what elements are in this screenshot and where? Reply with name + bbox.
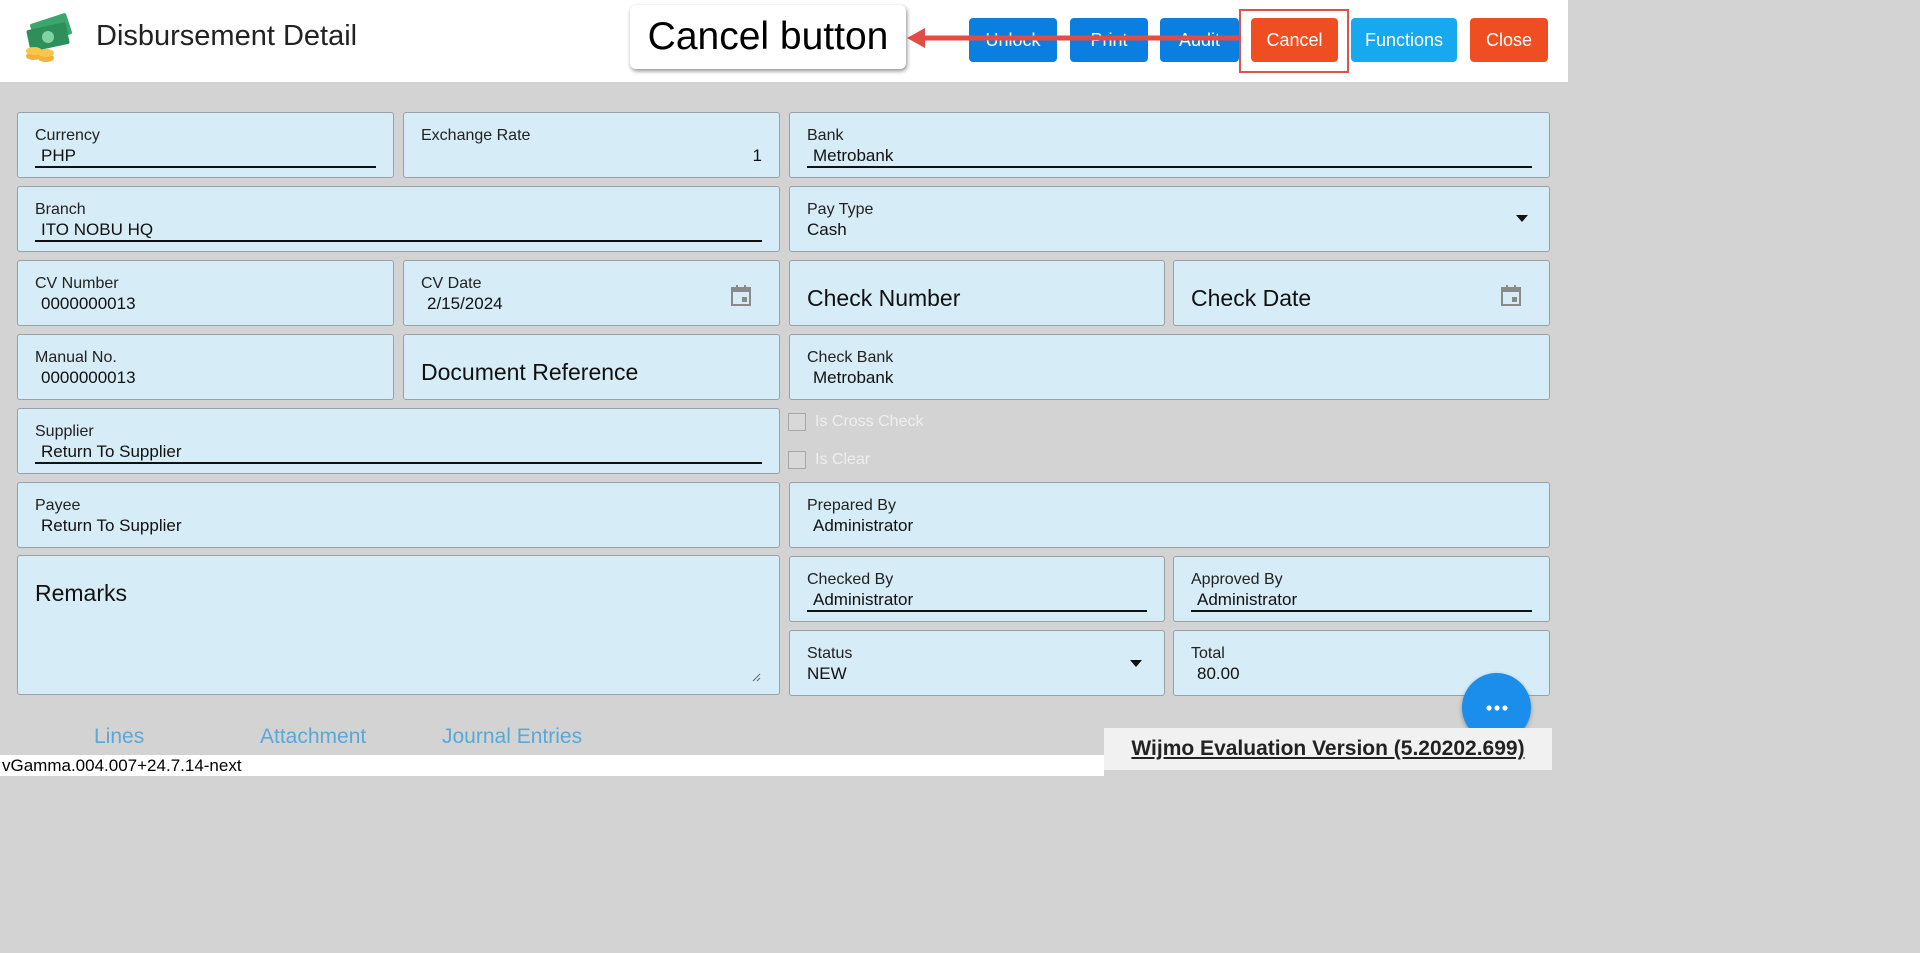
document-reference-field[interactable]: Document Reference bbox=[403, 334, 780, 400]
status-value: NEW bbox=[807, 664, 847, 683]
wijmo-evaluation-link[interactable]: Wijmo Evaluation Version (5.20202.699) bbox=[1104, 728, 1552, 770]
payee-value: Return To Supplier bbox=[41, 516, 182, 535]
branch-underline bbox=[35, 240, 762, 242]
cv-number-label: CV Number bbox=[35, 275, 119, 292]
approved-by-value: Administrator bbox=[1197, 590, 1298, 609]
approved-by-underline bbox=[1191, 610, 1532, 612]
is-clear-checkbox[interactable]: Is Clear bbox=[788, 451, 870, 469]
manual-no-field[interactable]: Manual No. 0000000013 bbox=[17, 334, 394, 400]
is-cross-check-checkbox[interactable]: Is Cross Check bbox=[788, 413, 923, 431]
payee-field[interactable]: Payee Return To Supplier bbox=[17, 482, 780, 548]
currency-field[interactable]: Currency PHP bbox=[17, 112, 394, 178]
checked-by-field[interactable]: Checked By Administrator bbox=[789, 556, 1165, 622]
version-text: vGamma.004.007+24.7.14-next bbox=[0, 755, 1104, 776]
prepared-by-value: Administrator bbox=[813, 516, 914, 535]
tab-journal-entries[interactable]: Journal Entries bbox=[442, 725, 583, 748]
cv-date-value: 2/15/2024 bbox=[427, 294, 503, 313]
check-bank-label: Check Bank bbox=[807, 349, 894, 366]
page-title: Disbursement Detail bbox=[96, 20, 358, 52]
currency-label: Currency bbox=[35, 127, 100, 144]
check-bank-value: Metrobank bbox=[813, 368, 894, 387]
checkbox-box[interactable] bbox=[788, 413, 806, 431]
money-icon bbox=[26, 13, 72, 62]
checked-by-label: Checked By bbox=[807, 571, 894, 588]
status-label: Status bbox=[807, 645, 853, 662]
bank-value: Metrobank bbox=[813, 146, 894, 165]
tab-attachment[interactable]: Attachment bbox=[260, 725, 367, 748]
bank-field[interactable]: Bank Metrobank bbox=[789, 112, 1550, 178]
check-date-field[interactable]: Check Date bbox=[1173, 260, 1550, 326]
calendar-icon[interactable] bbox=[731, 285, 751, 306]
cv-date-field[interactable]: CV Date 2/15/2024 bbox=[403, 260, 780, 326]
pay-type-value: Cash bbox=[807, 220, 847, 239]
prepared-by-label: Prepared By bbox=[807, 497, 896, 514]
checked-by-underline bbox=[807, 610, 1147, 612]
calendar-icon[interactable] bbox=[1501, 285, 1521, 306]
supplier-underline bbox=[35, 462, 762, 464]
currency-value: PHP bbox=[41, 146, 76, 165]
approved-by-label: Approved By bbox=[1191, 571, 1283, 588]
total-label: Total bbox=[1191, 645, 1225, 662]
branch-field[interactable]: Branch ITO NOBU HQ bbox=[17, 186, 780, 252]
exchange-rate-value: 1 bbox=[752, 146, 762, 165]
check-date-placeholder: Check Date bbox=[1191, 285, 1312, 311]
exchange-rate-label: Exchange Rate bbox=[421, 127, 531, 144]
approved-by-field[interactable]: Approved By Administrator bbox=[1173, 556, 1550, 622]
annotation-callout: Cancel button bbox=[630, 5, 906, 69]
remarks-placeholder: Remarks bbox=[35, 580, 128, 606]
total-value: 80.00 bbox=[1197, 664, 1240, 683]
manual-no-value: 0000000013 bbox=[41, 368, 136, 387]
currency-underline bbox=[35, 166, 376, 168]
document-reference-placeholder: Document Reference bbox=[421, 359, 639, 385]
cancel-highlight-box bbox=[1239, 9, 1349, 73]
check-number-placeholder: Check Number bbox=[807, 285, 961, 311]
annotation-arrow-icon bbox=[907, 28, 1240, 48]
tab-lines[interactable]: Lines bbox=[94, 725, 145, 748]
payee-label: Payee bbox=[35, 497, 81, 514]
supplier-field[interactable]: Supplier Return To Supplier bbox=[17, 408, 780, 474]
pay-type-label: Pay Type bbox=[807, 201, 874, 218]
is-cross-check-label: Is Cross Check bbox=[815, 413, 924, 430]
resize-handle-icon[interactable] bbox=[752, 673, 761, 682]
cv-date-label: CV Date bbox=[421, 275, 482, 292]
supplier-label: Supplier bbox=[35, 423, 94, 440]
check-bank-field[interactable]: Check Bank Metrobank bbox=[789, 334, 1550, 400]
functions-button[interactable]: Functions bbox=[1351, 18, 1457, 62]
bank-label: Bank bbox=[807, 127, 844, 144]
cv-number-value: 0000000013 bbox=[41, 294, 136, 313]
close-button[interactable]: Close bbox=[1470, 18, 1548, 62]
header-bar: Disbursement Detail Unlock Print Audit C… bbox=[0, 0, 1568, 82]
branch-value: ITO NOBU HQ bbox=[41, 220, 154, 239]
is-clear-label: Is Clear bbox=[815, 451, 871, 468]
prepared-by-field[interactable]: Prepared By Administrator bbox=[789, 482, 1550, 548]
checkbox-box[interactable] bbox=[788, 451, 806, 469]
cv-number-field[interactable]: CV Number 0000000013 bbox=[17, 260, 394, 326]
cancel-button[interactable]: Cancel bbox=[1251, 18, 1338, 62]
chevron-down-icon[interactable] bbox=[1130, 660, 1142, 667]
supplier-value: Return To Supplier bbox=[41, 442, 182, 461]
check-number-field[interactable]: Check Number bbox=[789, 260, 1165, 326]
exchange-rate-field[interactable]: Exchange Rate 1 bbox=[403, 112, 780, 178]
bank-underline bbox=[807, 166, 1532, 168]
status-select[interactable]: Status NEW bbox=[789, 630, 1165, 696]
manual-no-label: Manual No. bbox=[35, 349, 117, 366]
remarks-textarea[interactable]: Remarks bbox=[17, 555, 780, 695]
branch-label: Branch bbox=[35, 201, 86, 218]
more-dots-icon bbox=[1485, 704, 1508, 711]
chevron-down-icon[interactable] bbox=[1516, 215, 1528, 222]
checked-by-value: Administrator bbox=[813, 590, 914, 609]
pay-type-select[interactable]: Pay Type Cash bbox=[789, 186, 1550, 252]
